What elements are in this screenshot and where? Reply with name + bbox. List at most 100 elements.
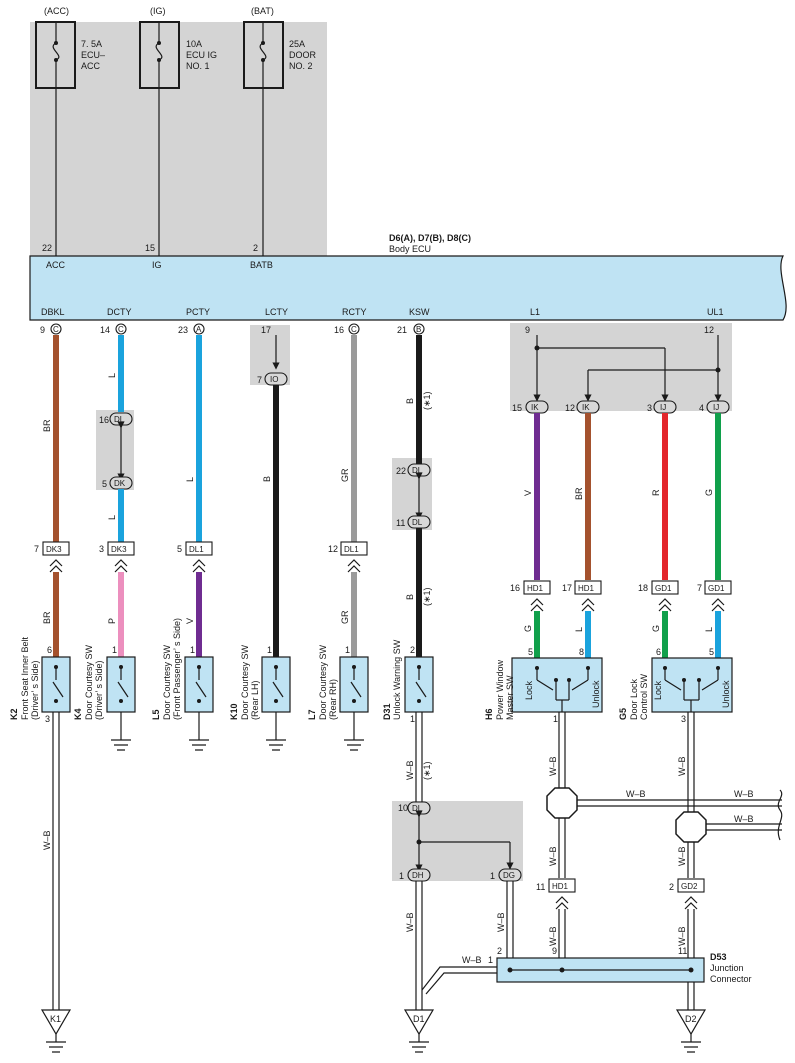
wire-dh-ground: W–B (405, 881, 423, 1010)
wire-label: BR (574, 487, 584, 500)
switch-label-h6: H6 Power Window Master SW (484, 659, 515, 720)
wire-label: W–B (734, 789, 754, 799)
wire-pcty: L 5 DL1 V 1 (177, 335, 213, 657)
pin-number: 2 (253, 243, 258, 253)
wire-g5-unlock: G 7 GD1 L 5 (697, 413, 732, 658)
pin-number: 1 (490, 871, 495, 881)
pin-number: 12 (565, 403, 575, 413)
wire-label: W–B (548, 756, 558, 776)
pin-number: 5 (102, 479, 107, 489)
wire-label: B (405, 594, 415, 600)
connector-label: HD1 (552, 882, 569, 891)
connector-label: IJ (713, 403, 719, 412)
ecu-pin-label: RCTY (342, 307, 367, 317)
pin-number: 15 (145, 243, 155, 253)
lock-distribution (533, 335, 722, 402)
pin-number: 14 (100, 325, 110, 335)
component-name: Door Courtesy SW (162, 644, 172, 720)
pin-number: 3 (681, 714, 686, 724)
connector-label: HD1 (578, 584, 595, 593)
component-name: Connector (710, 974, 752, 984)
ecu-name: Body ECU (389, 244, 431, 254)
pin-number: 8 (579, 647, 584, 657)
connector-label: DL (412, 466, 423, 475)
pin-number: 11 (396, 518, 405, 528)
connector-label: HD1 (527, 584, 544, 593)
component-name: (Driver’ s Side) (94, 660, 104, 720)
switch-k10 (261, 656, 291, 751)
wire-label: W–B (548, 926, 558, 946)
connector-label: DL1 (189, 545, 204, 554)
connector-label: GD1 (708, 584, 725, 593)
wire-label: GR (340, 468, 350, 482)
fuse-name: DOOR (289, 50, 317, 60)
component-name: Door Courtesy SW (84, 644, 94, 720)
wire-label: W–B (405, 912, 415, 932)
ecu-pin-label: DBKL (41, 307, 65, 317)
connector-label: DL (412, 518, 423, 527)
wire-label: W–B (462, 955, 482, 965)
connector-label: IK (582, 403, 590, 412)
pin-number: 1 (553, 714, 558, 724)
fuse-source: (ACC) (44, 6, 69, 16)
wire-label: W–B (626, 789, 646, 799)
ground-d2: D2 (675, 1009, 707, 1053)
pin-number: 1 (345, 645, 350, 655)
wire-label: V (185, 618, 195, 624)
switch-l7 (339, 656, 369, 751)
component-code: K10 (229, 703, 239, 720)
pin-number: 6 (47, 645, 52, 655)
connector-label: DL (114, 415, 125, 424)
wire-label: G (704, 489, 714, 496)
pin-number: 3 (99, 544, 104, 554)
pin-number: 1 (488, 955, 493, 965)
wire-label: BR (42, 419, 52, 432)
pin-number: 2 (497, 946, 502, 956)
wire-lcty: 7 IO B 1 (257, 335, 288, 657)
ecu-code: D6(A), D7(B), D8(C) (389, 233, 471, 243)
pin-number: 1 (267, 645, 272, 655)
pin-number: 5 (709, 647, 714, 657)
wire-note: (∗1) (422, 587, 432, 606)
wire-h6-unlock: BR 17 HD1 L 8 (562, 413, 602, 658)
wire-label: W–B (677, 846, 687, 866)
wire-h6-ground: W–B W–B W–B W–B 11 HD1 W–B 9 (536, 712, 782, 958)
pin-number: 7 (34, 544, 39, 554)
component-name: Control SW (639, 673, 649, 720)
component-name: (Front Passenger’ s Side) (172, 618, 182, 720)
ground-k1: K1 (40, 1009, 72, 1053)
ecu-pin-label: LCTY (265, 307, 288, 317)
wire-label: P (107, 618, 117, 624)
component-code: K2 (9, 708, 19, 720)
pin-number: 12 (704, 325, 714, 335)
component-name: Door Courtesy SW (240, 644, 250, 720)
pin-letter: C (118, 325, 124, 334)
switch-label-k10: K10 Door Courtesy SW (Rear LH) (229, 644, 260, 720)
switch-label-g5: G5 Door Lock Control SW (618, 673, 649, 720)
fuse-name: ECU IG (186, 50, 217, 60)
wire-ksw: B (∗1) 22 DL 11 DL B (∗1) 2 (396, 335, 432, 657)
ecu-pin-label: PCTY (186, 307, 210, 317)
switch-position-label: Unlock (591, 680, 601, 708)
wire-label: W–B (405, 760, 415, 780)
switch-position-label: Lock (653, 680, 663, 700)
wire-label: V (523, 490, 533, 496)
wire-label: R (651, 489, 661, 496)
wire-dcty: L 16 DL 5 DK L 3 DK3 P 1 (99, 335, 135, 657)
pin-number: 16 (99, 415, 109, 425)
pin-number: 9 (40, 325, 45, 335)
switch-position-label: Lock (524, 680, 534, 700)
switch-g5: Lock Unlock 3 (651, 657, 733, 724)
wire-label: L (107, 515, 117, 520)
connector-label: DL1 (344, 545, 359, 554)
fuse-amp: 25A (289, 39, 305, 49)
pin-number: 23 (178, 325, 188, 335)
ecu-pin-label: UL1 (707, 307, 724, 317)
connector-label: IO (270, 375, 278, 384)
ground-label: D1 (413, 1014, 425, 1024)
wire-label: L (574, 627, 584, 632)
component-code: G5 (618, 708, 628, 720)
ecu-pin-label: KSW (409, 307, 430, 317)
pin-number: 9 (552, 946, 557, 956)
wire-label: W–B (42, 830, 52, 850)
